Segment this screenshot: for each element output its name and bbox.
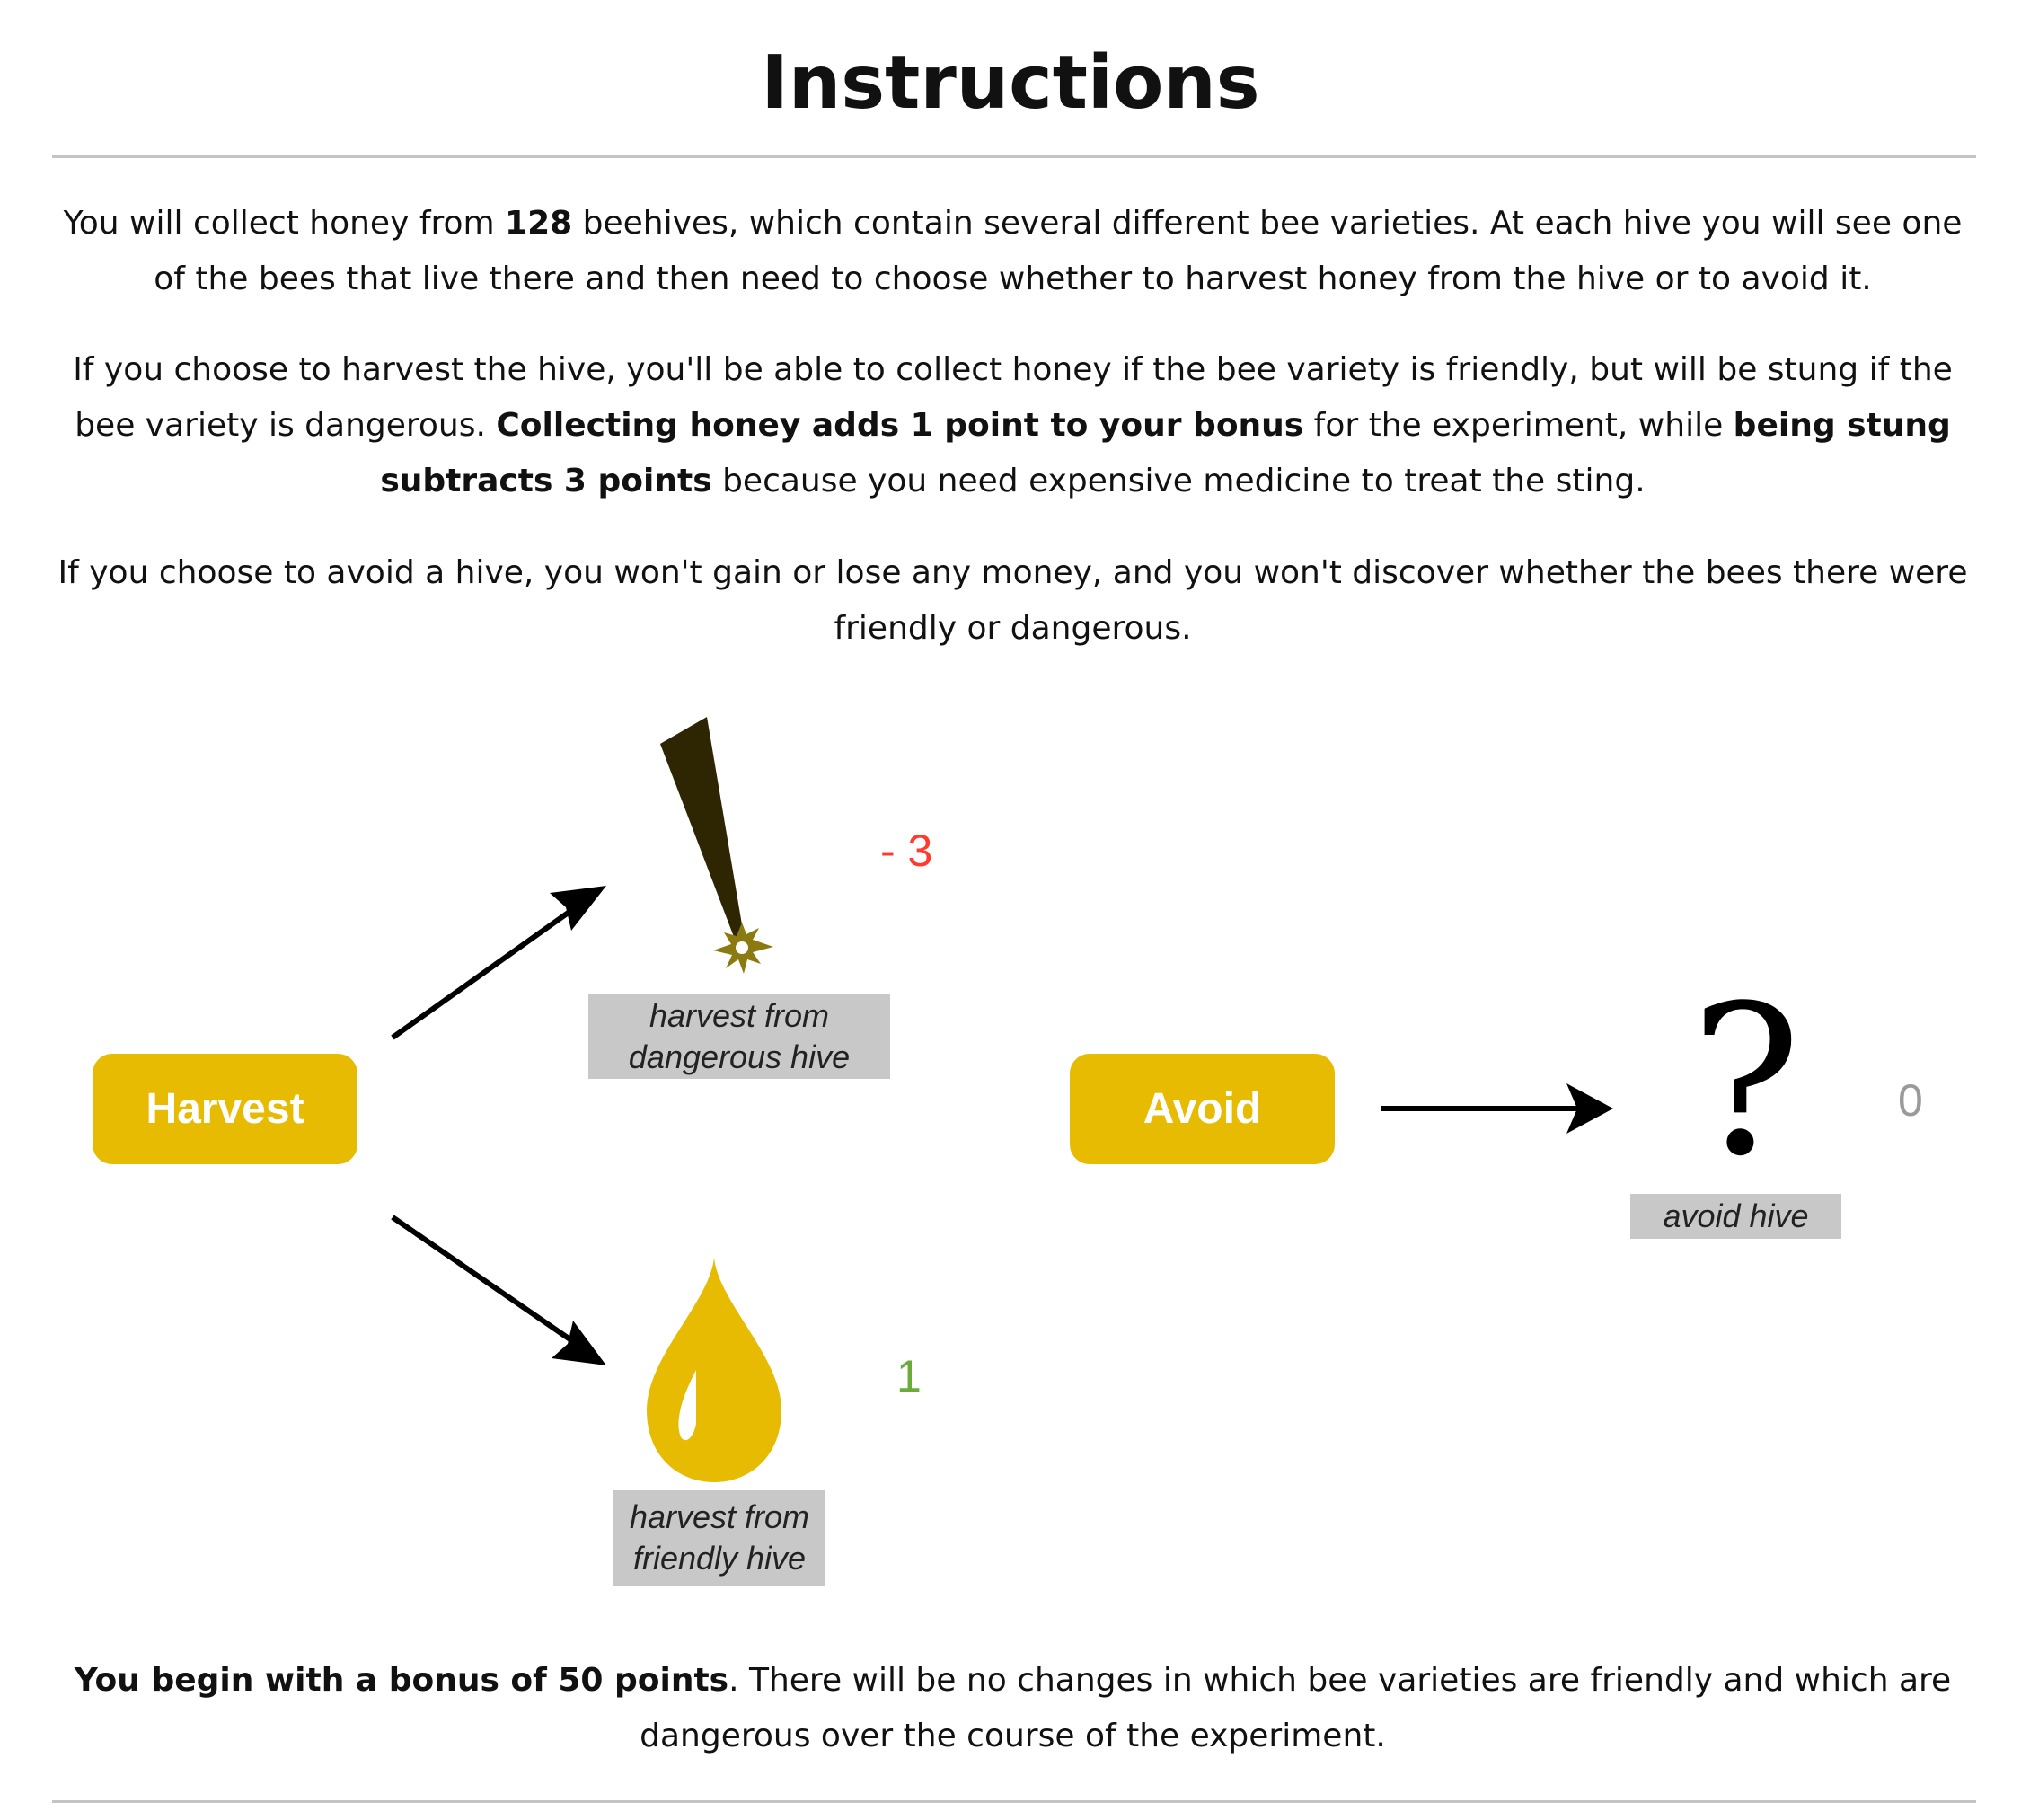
harvest-text-3: because you need expensive medicine to t… <box>711 463 1646 499</box>
bonus-text: . There will be no changes in which bee … <box>640 1662 1952 1754</box>
avoid-button[interactable]: Avoid <box>1070 1054 1335 1164</box>
harvest-paragraph: If you choose to harvest the hive, you'l… <box>49 342 1976 509</box>
arrow-icon <box>1381 1083 1613 1134</box>
intro-paragraph: You will collect honey from 128 beehives… <box>49 196 1976 307</box>
avoid-text: If you choose to avoid a hive, you won't… <box>57 554 1968 647</box>
friendly-hive-caption: harvest from friendly hive <box>613 1490 825 1586</box>
dangerous-hive-caption: harvest from dangerous hive <box>588 994 890 1079</box>
hive-count: 128 <box>505 205 573 242</box>
arrow-icon <box>391 886 606 1040</box>
intro-text-1: You will collect honey from <box>63 205 506 242</box>
avoid-hive-caption: avoid hive <box>1630 1194 1841 1239</box>
sting-penalty-text: being stung subtracts 3 points <box>380 407 1951 499</box>
bottom-divider <box>52 1800 1976 1803</box>
intro-text-2: beehives, which contain several differen… <box>154 205 1963 297</box>
honey-score: 1 <box>896 1351 922 1401</box>
harvest-text-1: If you choose to harvest the hive, you'l… <box>73 351 1953 444</box>
avoid-score: 0 <box>1898 1075 1923 1126</box>
bonus-paragraph: You begin with a bonus of 50 points. The… <box>49 1653 1976 1764</box>
arrow-icon <box>391 1215 606 1365</box>
harvest-text-2: for the experiment, while <box>1303 407 1734 444</box>
honey-drop-icon <box>647 1258 781 1482</box>
avoid-paragraph: If you choose to avoid a hive, you won't… <box>49 545 1976 657</box>
sting-score: - 3 <box>880 826 933 876</box>
question-mark-icon: ? <box>1690 962 1802 1202</box>
starting-bonus-text: You begin with a bonus of 50 points <box>74 1662 729 1699</box>
honey-reward-text: Collecting honey adds 1 point to your bo… <box>496 407 1304 444</box>
harvest-button[interactable]: Harvest <box>93 1054 357 1164</box>
top-divider <box>52 155 1976 158</box>
stinger-icon <box>660 717 773 974</box>
page-title: Instructions <box>761 40 1260 126</box>
